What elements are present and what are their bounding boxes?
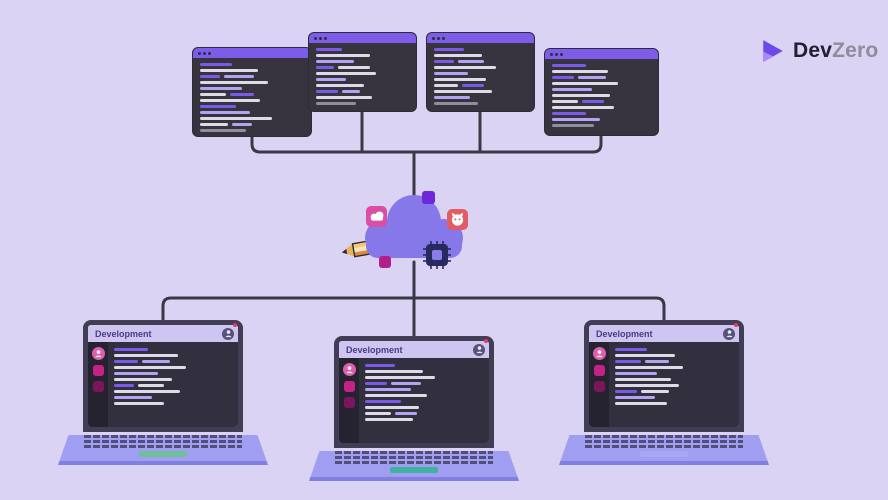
- laptop-lid: Development: [584, 320, 744, 432]
- code-window-4: [545, 49, 658, 135]
- code-lines: [427, 43, 534, 110]
- laptop-base: [559, 435, 769, 465]
- laptop-base: [58, 435, 268, 465]
- window-title: Development: [95, 328, 152, 339]
- window-control-dot: [208, 51, 211, 55]
- code-lines: [359, 358, 489, 443]
- code-lines: [193, 58, 311, 137]
- cloud-sync-badge-icon: [366, 206, 387, 227]
- app-tile-icon: [593, 381, 605, 392]
- window-titlebar: [193, 48, 311, 58]
- window-titlebar: Development: [339, 341, 489, 358]
- logo-text-zero: Zero: [832, 39, 879, 62]
- user-avatar-icon: [723, 327, 735, 340]
- app-tile-icon: [343, 381, 355, 392]
- developer-laptop-1: Development: [58, 320, 268, 465]
- laptop-base: [309, 451, 519, 481]
- purple-tile-icon: [422, 191, 435, 204]
- devzero-logo: DevZero: [760, 38, 878, 64]
- sidebar-rail: [88, 342, 108, 427]
- window-titlebar: Development: [589, 325, 739, 342]
- devzero-logo-icon: [763, 40, 783, 62]
- trackpad: [640, 451, 688, 457]
- logo-text-dev: Dev: [793, 39, 833, 62]
- window-title: Development: [596, 328, 653, 339]
- keyboard: [585, 435, 743, 449]
- window-control-dot: [319, 36, 322, 40]
- trackpad: [139, 451, 187, 457]
- code-lines: [609, 342, 739, 427]
- laptop-screen: Development: [88, 325, 238, 427]
- window-titlebar: Development: [88, 325, 238, 342]
- app-tile-icon: [593, 365, 605, 376]
- window-titlebar: [545, 49, 658, 59]
- trackpad: [390, 467, 438, 473]
- profile-avatar-icon: [91, 347, 105, 360]
- sidebar-rail: [589, 342, 609, 427]
- window-titlebar: [427, 33, 534, 43]
- status-dot: [734, 323, 738, 327]
- window-title: Development: [346, 344, 403, 355]
- laptop-lid: Development: [334, 336, 494, 448]
- window-control-dot: [432, 36, 435, 40]
- magenta-tile-icon: [379, 256, 391, 268]
- code-window-3: [427, 33, 534, 111]
- laptop-lid: Development: [83, 320, 243, 432]
- keyboard: [84, 435, 242, 449]
- developer-laptop-2: Development: [309, 336, 519, 481]
- window-control-dot: [555, 52, 558, 56]
- profile-avatar-icon: [342, 363, 356, 376]
- user-avatar-icon: [473, 343, 485, 356]
- code-window-1: [193, 48, 311, 136]
- window-control-dot: [442, 36, 445, 40]
- window-control-dot: [437, 36, 440, 40]
- cpu-chip-icon: [423, 241, 451, 269]
- window-control-dot: [324, 36, 327, 40]
- window-control-dot: [314, 36, 317, 40]
- code-window-2: [309, 33, 416, 111]
- developer-laptop-3: Development: [559, 320, 769, 465]
- laptop-screen: Development: [339, 341, 489, 443]
- app-tile-icon: [343, 397, 355, 408]
- keyboard: [335, 451, 493, 465]
- top-bus-line: [250, 133, 603, 154]
- code-lines: [108, 342, 238, 427]
- status-dot: [484, 339, 488, 343]
- cloud-platform: [341, 191, 468, 269]
- bottom-bus-line: [161, 296, 666, 326]
- user-avatar-icon: [222, 327, 234, 340]
- window-control-dot: [550, 52, 553, 56]
- laptop-screen: Development: [589, 325, 739, 427]
- sidebar-rail: [339, 358, 359, 443]
- app-tile-icon: [92, 365, 104, 376]
- status-dot: [233, 323, 237, 327]
- app-tile-icon: [92, 381, 104, 392]
- profile-avatar-icon: [592, 347, 606, 360]
- window-control-dot: [198, 51, 201, 55]
- window-control-dot: [560, 52, 563, 56]
- code-lines: [545, 59, 658, 132]
- code-lines: [309, 43, 416, 110]
- github-badge-icon: [447, 209, 468, 230]
- window-titlebar: [309, 33, 416, 43]
- window-control-dot: [203, 51, 206, 55]
